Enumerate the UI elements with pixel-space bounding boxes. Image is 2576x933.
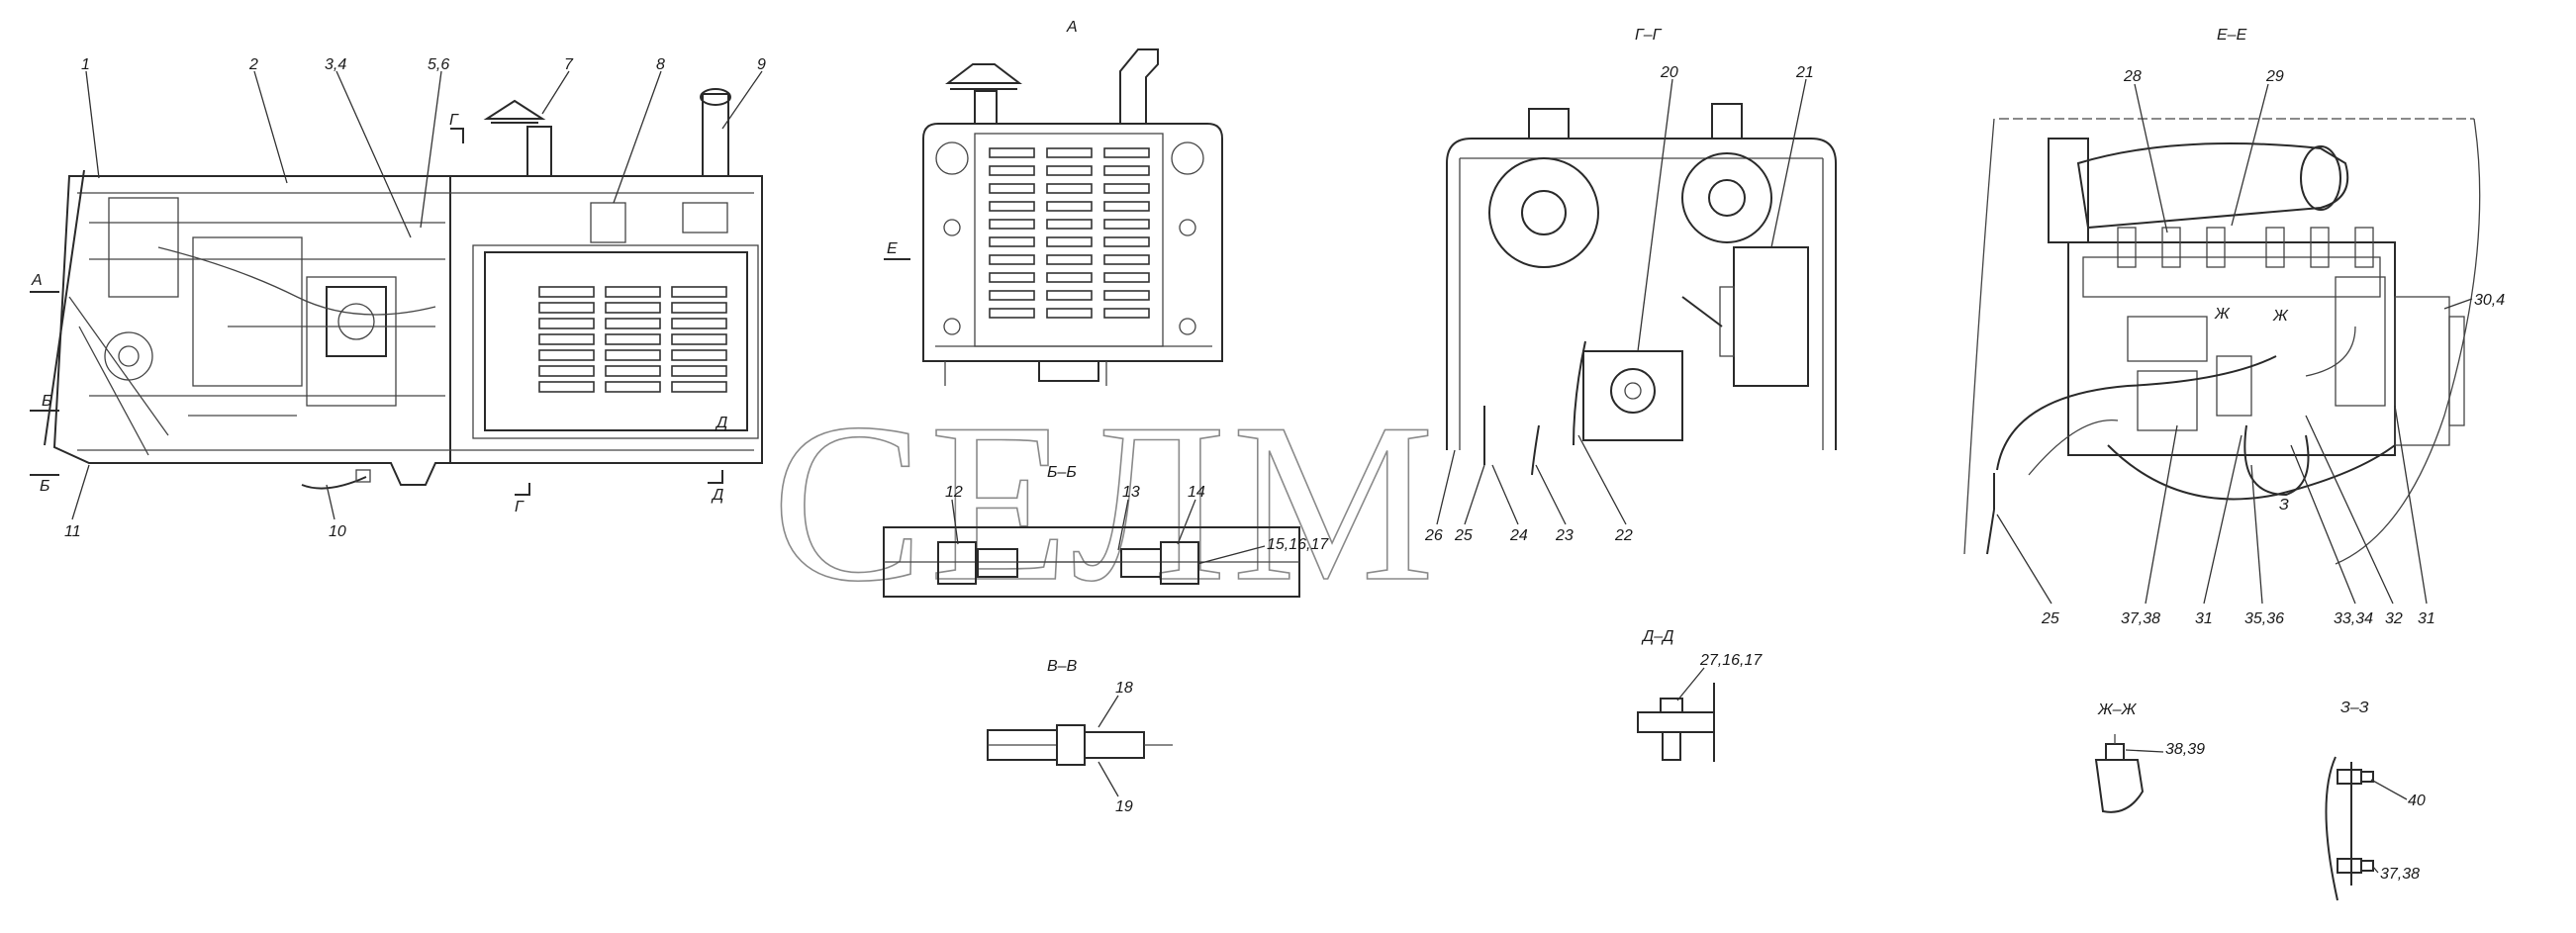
section-zhzh-title: Ж–Ж [2097,701,2138,718]
section-mark-d-bottom: Д [711,487,723,504]
section-zhzh: Ж–Ж 38,39 [2094,701,2205,813]
callout-19: 19 [1115,798,1133,815]
callout-18: 18 [1115,680,1133,697]
callout-12: 12 [945,484,963,501]
section-mark-d-right: Д [715,415,727,431]
callout-35-36: 35,36 [2244,610,2284,627]
callout-21: 21 [1795,64,1814,81]
radiator-louvers [538,286,727,393]
callout-1: 1 [81,56,90,73]
view-a-title: А [1066,19,1078,36]
section-bb-title: Б–Б [1047,464,1077,481]
callout-27-16-17: 27,16,17 [1699,652,1763,669]
callout-11: 11 [64,523,81,540]
section-zz: З–З 40 37,38 [2325,700,2426,901]
callout-32: 32 [2385,610,2403,627]
section-mark-a: А [31,272,43,289]
callout-23: 23 [1555,527,1574,544]
section-bb: Б–Б 12 13 14 15,16,17 [883,464,1329,598]
section-mark-zh-2: Ж [2272,308,2289,325]
callout-20: 20 [1660,64,1678,81]
callout-37-38-zz: 37,38 [2380,866,2420,883]
callout-15-16-17: 15,16,17 [1267,536,1329,553]
watermark: СЕЛМ [772,376,1440,628]
callout-9: 9 [757,56,766,73]
callout-22: 22 [1614,527,1633,544]
callout-8: 8 [656,56,665,73]
section-dd: Д–Д 27,16,17 [1637,628,1763,762]
section-ee: Е–Е Ж Ж З [1963,27,2505,627]
section-gg-title: Г–Г [1635,27,1663,44]
callout-37-38: 37,38 [2121,610,2160,627]
section-dd-title: Д–Д [1641,628,1673,645]
section-mark-e: Е [887,240,898,257]
callout-33-34: 33,34 [2334,610,2373,627]
section-vv: В–В 18 19 [987,658,1173,815]
main-view-leaders [71,70,763,520]
main-view-labels: 1 2 3,4 5,6 7 8 9 10 11 А Б Б Г Г Д Д [31,56,766,540]
section-vv-title: В–В [1047,658,1078,675]
callout-10: 10 [329,523,346,540]
callout-5-6: 5,6 [428,56,449,73]
callout-2: 2 [248,56,258,73]
section-mark-zh-1: Ж [2214,306,2231,323]
callout-14: 14 [1188,484,1205,501]
callout-31-b: 31 [2418,610,2435,627]
section-mark-g-top: Г [449,112,459,129]
callout-29: 29 [2265,68,2284,85]
section-mark-g-bottom: Г [515,499,525,515]
callout-30-4: 30,4 [2474,292,2505,309]
callout-7: 7 [564,56,574,73]
callout-26: 26 [1424,527,1443,544]
callout-3-4: 3,4 [325,56,346,73]
section-ee-title: Е–Е [2217,27,2247,44]
callout-25: 25 [1454,527,1473,544]
section-mark-z: З [2279,497,2289,513]
view-a: А [884,19,1223,386]
section-mark-b-lower: Б [40,478,49,495]
section-mark-b-upper: Б [42,393,51,410]
main-side-view [30,88,763,496]
callout-28: 28 [2123,68,2142,85]
callout-40: 40 [2408,793,2426,809]
section-gg: Г–Г 20 21 22 23 24 25 26 [1424,27,1837,544]
callout-13: 13 [1122,484,1140,501]
callout-38-39: 38,39 [2165,741,2205,758]
section-zz-title: З–З [2340,700,2369,716]
view-a-grille [974,133,1164,347]
callout-31-a: 31 [2195,610,2213,627]
callout-24: 24 [1509,527,1528,544]
callout-25-ee: 25 [2041,610,2059,627]
